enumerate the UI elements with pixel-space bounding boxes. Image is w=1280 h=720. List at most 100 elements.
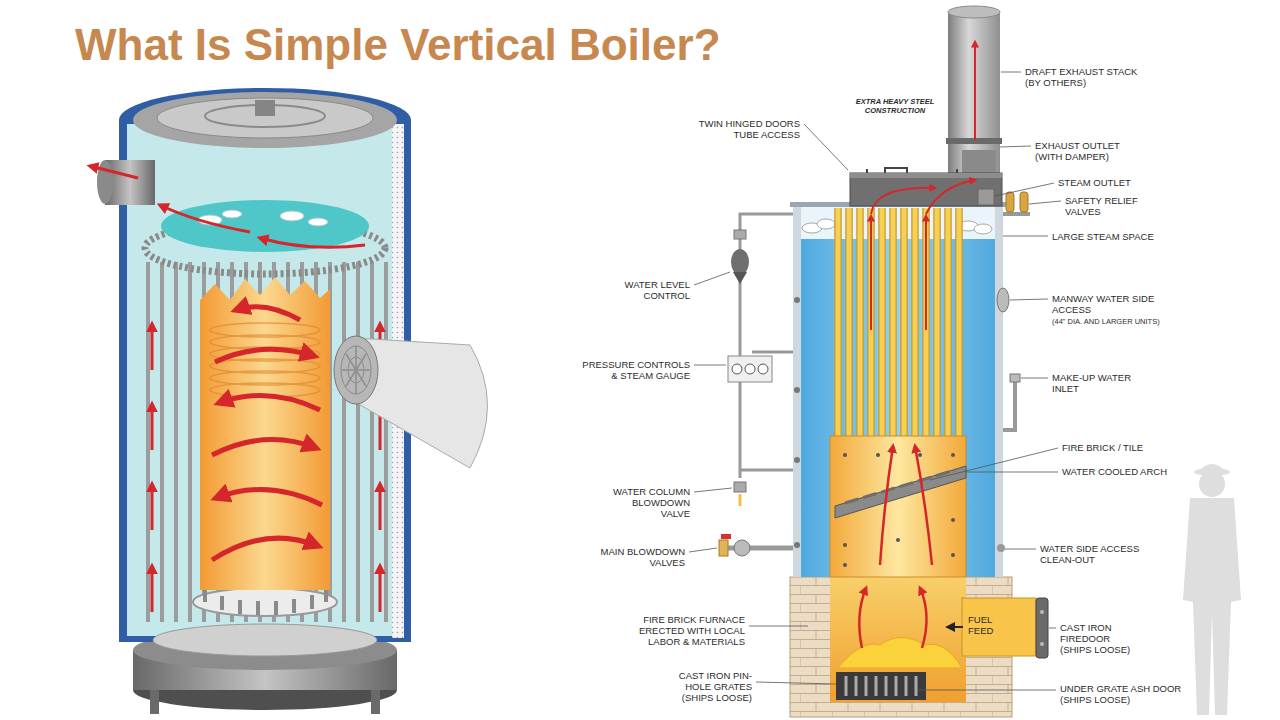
part-label: FIRE BRICK FURNACE ERECTED WITH LOCAL LA… xyxy=(620,614,745,648)
cutaway-boiler xyxy=(260,238,365,247)
boiler-section xyxy=(793,205,1003,577)
leader-line xyxy=(995,183,1054,196)
cutaway-boiler xyxy=(222,210,242,218)
boiler-section xyxy=(830,577,966,702)
boiler-section xyxy=(719,6,1048,717)
boiler-section xyxy=(843,543,847,547)
cutaway-boiler xyxy=(157,98,373,138)
boiler-section xyxy=(1036,598,1048,658)
boiler-section xyxy=(948,626,963,628)
cutaway-boiler xyxy=(151,566,154,612)
boiler-section xyxy=(733,272,747,284)
cutaway-boiler xyxy=(216,489,322,505)
boiler-section xyxy=(995,205,1003,577)
boiler-section xyxy=(926,180,975,214)
cutaway-boiler xyxy=(219,395,320,410)
boiler-section xyxy=(734,230,746,239)
boiler-section xyxy=(871,180,975,214)
boiler-section xyxy=(835,466,966,518)
boiler-section xyxy=(870,216,872,330)
part-label: PRESSURE CONTROLS & STEAM GAUGE xyxy=(578,359,690,381)
leader-line xyxy=(694,365,726,366)
leader-line xyxy=(689,548,717,552)
boiler-section xyxy=(801,207,995,239)
cutaway-boiler xyxy=(205,588,326,615)
boiler-section xyxy=(974,42,976,140)
part-label: WATER SIDE ACCESS CLEAN-OUT xyxy=(1040,543,1155,565)
cutaway-boiler xyxy=(151,324,154,370)
boiler-section xyxy=(802,219,992,234)
boiler-section xyxy=(1040,610,1044,614)
boiler-section xyxy=(845,470,955,503)
boiler-section xyxy=(962,598,1036,656)
part-label: (44" DIA. AND LARGER UNITS) xyxy=(1052,318,1222,327)
boiler-section xyxy=(794,542,800,548)
cutaway-boiler xyxy=(371,688,380,714)
boiler-section xyxy=(876,453,880,457)
part-label: FIRE BRICK / TILE xyxy=(1062,442,1182,453)
cutaway-boiler xyxy=(127,124,392,636)
leader-line xyxy=(694,272,730,285)
boiler-section xyxy=(719,540,728,556)
boiler-section xyxy=(871,216,926,330)
boiler-section xyxy=(962,150,996,174)
boiler-section xyxy=(722,546,793,551)
part-label: WATER LEVEL CONTROL xyxy=(605,279,690,301)
cutaway-boiler xyxy=(215,349,314,362)
boiler-section xyxy=(880,446,932,565)
boiler-section xyxy=(871,188,935,214)
boiler-section xyxy=(758,364,768,374)
boiler-section xyxy=(838,638,962,669)
boiler-section xyxy=(794,297,800,548)
cutaway-boiler xyxy=(161,200,369,252)
boiler-section xyxy=(740,214,793,478)
boiler-section xyxy=(838,208,959,436)
boiler-section xyxy=(920,588,927,648)
cutaway-boiler xyxy=(152,205,380,612)
boiler-section xyxy=(978,189,994,205)
part-label: CAST IRON FIREDOOR (SHIPS LOOSE) xyxy=(1060,622,1138,656)
boiler-section xyxy=(734,540,750,556)
boiler-section xyxy=(951,553,955,557)
boiler-section xyxy=(997,288,1009,312)
cutaway-boiler xyxy=(255,100,275,116)
cutaway-boiler xyxy=(379,566,382,612)
boiler-section xyxy=(951,518,955,522)
part-label: EXHAUST OUTLET (WITH DAMPER) xyxy=(1035,140,1135,162)
leader-line xyxy=(930,448,1058,480)
boiler-section xyxy=(728,356,772,382)
leader-line xyxy=(804,124,848,170)
part-label: LARGE STEAM SPACE xyxy=(1052,231,1172,242)
boiler-section xyxy=(794,297,800,303)
part-label: MAIN BLOWDOWN VALVES xyxy=(593,546,685,568)
person-silhouette xyxy=(1183,464,1241,715)
boiler-section xyxy=(794,457,800,463)
boiler-section xyxy=(896,538,900,542)
boiler-section xyxy=(752,351,793,354)
boiler-section xyxy=(846,676,916,696)
cutaway-boiler xyxy=(90,166,138,178)
boiler-section xyxy=(830,436,966,577)
boiler-section xyxy=(880,446,893,565)
leader-line xyxy=(918,690,1056,691)
boiler-section xyxy=(974,224,992,234)
leader-line xyxy=(966,472,1058,473)
boiler-section xyxy=(918,453,922,457)
boiler-section xyxy=(732,364,742,374)
cutaway-boiler xyxy=(193,588,337,616)
cutaway-boiler xyxy=(153,624,377,656)
boiler-section xyxy=(850,173,1002,178)
cutaway-boiler xyxy=(151,404,154,450)
cutaway-boiler xyxy=(308,218,328,226)
cutaway-boiler xyxy=(342,346,370,394)
leader-line xyxy=(749,626,808,627)
boiler-section xyxy=(915,446,932,565)
boiler-section xyxy=(1020,192,1028,212)
boiler-section xyxy=(1040,642,1044,646)
part-label: SAFETY RELIEF VALVES xyxy=(1065,195,1157,217)
boiler-section xyxy=(951,453,955,457)
part-label: STEAM OUTLET xyxy=(1058,177,1158,188)
boiler-section xyxy=(948,12,1000,174)
boiler-section xyxy=(734,482,746,492)
